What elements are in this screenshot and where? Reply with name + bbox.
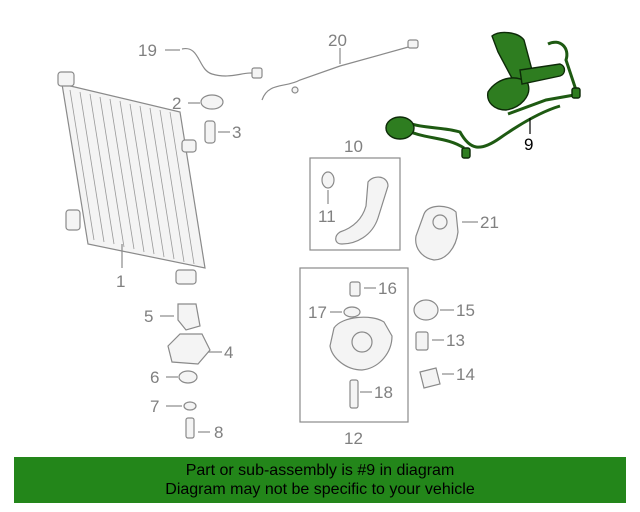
callout-7: 7	[150, 397, 159, 416]
clip-part-14	[419, 367, 441, 389]
callout-6: 6	[150, 368, 159, 387]
housing-part-21	[415, 205, 459, 261]
subassembly-box-10	[309, 157, 401, 251]
callout-1: 1	[116, 272, 125, 291]
callout-21: 21	[480, 213, 499, 232]
callout-5: 5	[144, 307, 153, 326]
callout-20: 20	[328, 31, 347, 50]
cap-part-15	[413, 299, 439, 321]
pipe-part-10	[335, 176, 389, 245]
hose-part-19	[181, 48, 259, 77]
callout-11: 11	[318, 207, 336, 226]
callout-12: 12	[344, 429, 363, 448]
sleeve-part-3	[204, 120, 216, 144]
hose-part-20	[261, 45, 413, 101]
parts-diagram: 1 19 2 3 20 9 10 11 21 12	[57, 31, 581, 448]
bolt-part-8	[185, 417, 195, 439]
callout-19: 19	[138, 41, 157, 60]
callout-18: 18	[374, 383, 393, 402]
pump-housing-part-12	[329, 316, 393, 371]
washer-part-7	[183, 401, 197, 411]
callout-2: 2	[172, 94, 181, 113]
callout-4: 4	[224, 343, 233, 362]
fitting-part-11	[321, 171, 335, 189]
callout-8: 8	[214, 423, 223, 442]
cap-part-2	[200, 94, 224, 110]
callout-15: 15	[456, 301, 475, 320]
ring-part-6	[178, 370, 198, 384]
callout-16: 16	[378, 279, 397, 298]
seal-part-17	[343, 306, 361, 318]
radiator-part-1	[57, 71, 206, 285]
banner-line-2: Diagram may not be specific to your vehi…	[165, 481, 475, 498]
info-banner: Part or sub-assembly is #9 in diagram Di…	[14, 457, 626, 503]
banner-line-1: Part or sub-assembly is #9 in diagram	[185, 462, 455, 479]
callout-3: 3	[232, 123, 241, 142]
callout-10: 10	[344, 137, 363, 156]
mount-part-4	[167, 333, 211, 365]
callout-13: 13	[446, 331, 465, 350]
callout-9: 9	[524, 135, 533, 154]
bolt-part-18	[349, 379, 359, 409]
bracket-part-5	[177, 303, 201, 331]
callout-14: 14	[456, 365, 475, 384]
bolt-part-16	[349, 281, 361, 297]
hose-assembly-part-9	[385, 31, 581, 159]
bolt-part-13	[415, 331, 429, 351]
callout-17: 17	[308, 303, 327, 322]
subassembly-box-12	[299, 267, 409, 423]
